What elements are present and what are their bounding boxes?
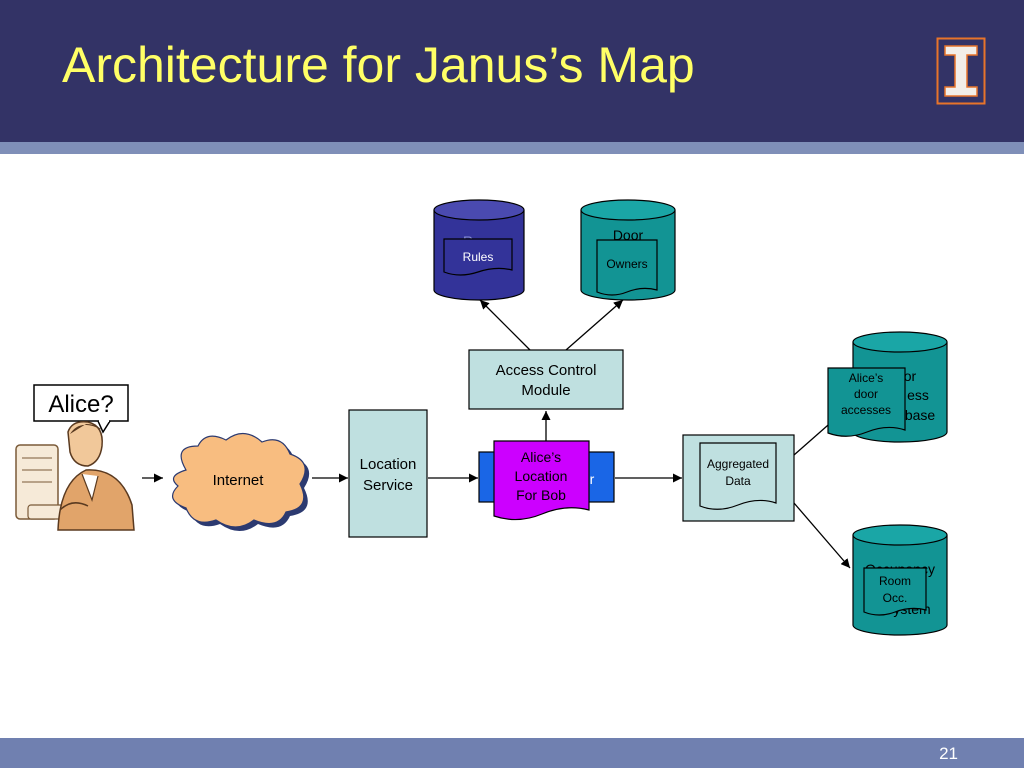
door-accesses-doc-line2: door	[854, 387, 878, 401]
header-stripe	[0, 142, 1024, 154]
door-access-db-partial-line3: base	[905, 407, 936, 423]
location-doc-line2: Location	[515, 468, 568, 484]
location-service-box: Location Service	[348, 409, 428, 538]
aggregated-doc-line1: Aggregated	[707, 457, 769, 471]
room-occ-doc-line2: Occ.	[883, 591, 908, 605]
location-service-line2: Service	[363, 477, 413, 494]
occupancy-system-database: Occupancy ystem Room Occ.	[852, 524, 948, 636]
door-accesses-doc-line3: accesses	[841, 403, 891, 417]
slide-header: Architecture for Janus’s Map	[0, 0, 1024, 142]
page-number: 21	[939, 744, 958, 763]
user-callout: Alice?	[33, 384, 129, 434]
rules-database: R Rules	[433, 199, 525, 301]
location-doc-line3: For Bob	[516, 487, 566, 503]
user-label: Alice?	[48, 391, 113, 418]
person-at-computer-icon	[15, 420, 135, 531]
arrow-to-door-db	[565, 299, 624, 351]
access-control-line1: Access Control	[496, 362, 597, 379]
door-owners-database: Door Owners	[580, 199, 676, 301]
slide-footer: 21	[0, 738, 1024, 768]
university-logo-icon	[936, 37, 986, 105]
slide-title: Architecture for Janus’s Map	[62, 37, 695, 93]
aggregated-doc-line2: Data	[725, 474, 751, 488]
arrow-to-rules-db	[479, 299, 531, 351]
door-accesses-doc-line1: Alice’s	[849, 371, 883, 385]
rules-doc-label: Rules	[463, 250, 494, 264]
aggregator-box: Aggregated Data	[682, 434, 795, 522]
door-access-database: or ess base Alice’s door accesses	[827, 331, 948, 443]
filter-module-partial-label: r	[590, 471, 595, 487]
location-service-line1: Location	[360, 456, 417, 473]
owners-doc-label: Owners	[606, 257, 647, 271]
door-db-partial-label: Door	[613, 227, 644, 243]
location-doc-line1: Alice’s	[521, 449, 561, 465]
arrow-to-occupancy-db	[793, 502, 851, 569]
door-access-db-partial-line1: or	[904, 368, 917, 384]
room-occ-doc-line1: Room	[879, 574, 911, 588]
access-control-module-box: Access Control Module	[468, 349, 624, 410]
door-access-db-partial-line2: ess	[907, 387, 929, 403]
access-control-line2: Module	[521, 382, 570, 399]
internet-cloud: Internet	[171, 432, 310, 531]
internet-label: Internet	[213, 472, 265, 489]
location-result-document: Alice’s Location For Bob	[493, 440, 590, 521]
